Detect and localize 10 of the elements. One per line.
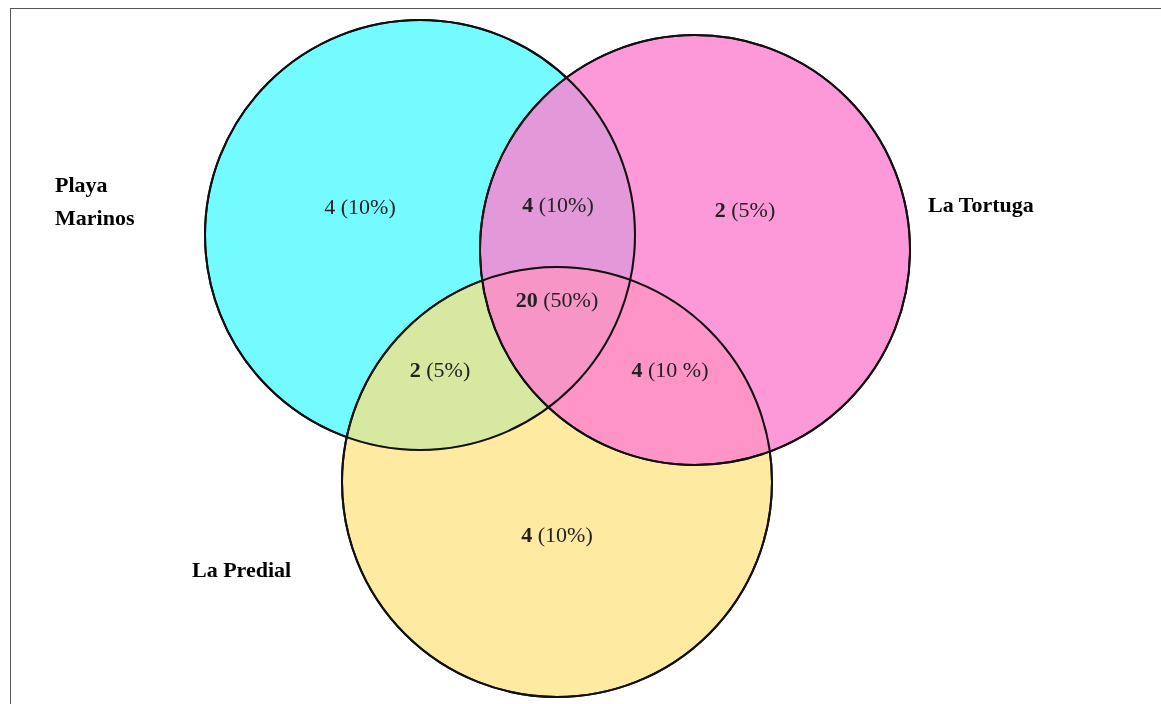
region-count: 20 (50%) (514, 286, 600, 314)
region-count: 4 (10%) (520, 521, 594, 549)
region-count: 4 (10%) (323, 193, 397, 221)
region-count: 2 (5%) (408, 356, 472, 384)
region-count: 2 (5%) (713, 196, 777, 224)
set-label: La Tortuga (928, 191, 1035, 219)
region-count: 4 (10 %) (630, 356, 710, 384)
set-label: Playa Marinos (55, 171, 136, 232)
set-label: La Predial (192, 556, 293, 584)
region-count: 4 (10%) (521, 191, 595, 219)
